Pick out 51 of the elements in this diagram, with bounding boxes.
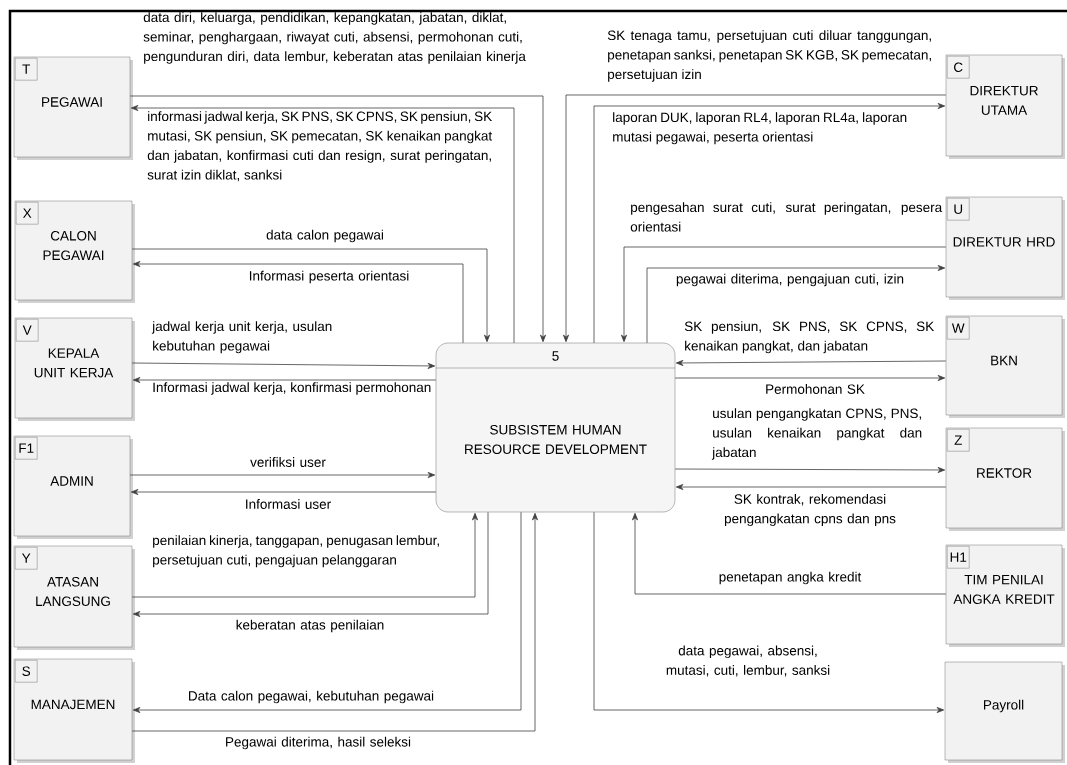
edge-label: jadwal kerja unit kerja, usulan kebutuhan pegawai	[151, 321, 332, 354]
arrow	[131, 512, 478, 598]
edge-label: data pegawai, absensi, mutasi, cuti, lembur, sanksi	[666, 645, 830, 677]
edge-label: data diri, keluarga, pendidikan, kepangkatan, jabatan, diklat, seminar, penghargaan, riwayat cuti, absensi, permohonan cuti, pengunduran diri, data lembur, keberatan atas penilaian kinerja	[143, 12, 526, 64]
entity-box: H1 TIM PENILAI ANGKA KREDIT	[945, 544, 1065, 647]
process-box: 5 SUBSISTEM HUMAN RESOURCE DEVELOPMENT	[435, 342, 676, 513]
edge-label: SK kontrak, rekomendasi pengangkatan cpns dan pns	[724, 493, 896, 527]
arrow	[675, 359, 947, 366]
edge-label: Permohonan SK	[766, 384, 865, 394]
arrow	[674, 375, 946, 381]
entity-box: Y ATASAN LANGSUNG	[13, 545, 135, 650]
edge-label: Informasi user	[246, 499, 331, 509]
edge-label: keberatan atas penilaian	[236, 619, 384, 633]
arrow	[621, 246, 947, 343]
entity-box: U DIREKTUR HRD	[945, 196, 1065, 300]
edge-label: penetapan angka kredit	[719, 571, 862, 585]
arrow	[593, 511, 945, 713]
edge-label: pengesahan surat cuti, surat peringatan, pesera orientasi	[630, 202, 943, 232]
edge-label: pegawai diterima, pengajuan cuti, izin	[676, 273, 904, 287]
edge-label: Informasi jadwal kerja, konfirmasi permohonan	[153, 382, 431, 395]
entity-box: Z REKTOR	[945, 427, 1065, 531]
arrow	[132, 377, 437, 383]
edge-label: data calon pegawai	[266, 229, 383, 243]
entity-box: V KEPALA UNIT KERJA	[14, 317, 135, 421]
edge-label: Data calon pegawai, kebutuhan pegawai	[189, 690, 434, 704]
edge-label: Pegawai diterima, hasil seleksi	[226, 736, 411, 750]
arrow	[132, 511, 489, 617]
arrow	[129, 472, 436, 478]
arrow	[675, 484, 947, 490]
edge-label: penilaian kinerja, tanggapan, penugasan lembur, persetujuan cuti, pengajuan pelanggaran	[153, 535, 439, 568]
edge-label: laporan DUK, laporan RL4, laporan RL4a, laporan mutasi pegawai, peserta orientasi	[613, 112, 907, 145]
entity-box: T PEGAWAI	[13, 56, 133, 160]
entity-box: F1 ADMIN	[13, 435, 133, 539]
edge-label: informasi jadwal kerja, SK PNS, SK CPNS, SK pensiun, SK mutasi, SK pensiun, SK pemecatan, SK kenaikan pangkat dan jabatan, konfirmasi cuti dan resign, surat peringatan, surat izin diklat, sanksi	[147, 111, 493, 182]
edge-label: usulan pengangkatan CPNS, PNS, usulan kenaikan pangkat dan jabatan	[711, 408, 922, 460]
edge-label: SK tenaga tamu, persetujuan cuti diluar tanggungan, penetapan sanksi, penetapan SK KGB, SK pemecatan, persetujuan izin	[607, 30, 931, 82]
arrow	[132, 261, 464, 344]
edge-label: SK pensiun, SK PNS, SK CPNS, SK kenaikan pangkat, dan jabatan	[684, 321, 935, 354]
arrow	[632, 512, 947, 595]
entity-box: Payroll	[944, 661, 1065, 763]
edge-label: Informasi peserta orientasi	[249, 270, 409, 284]
arrow	[674, 467, 946, 473]
entity-box: X CALON PEGAWAI	[14, 200, 135, 303]
entity-box: W BKN	[945, 315, 1065, 418]
entity-box: C DIREKTUR UTAMA	[945, 54, 1065, 159]
arrow	[131, 248, 490, 343]
arrow	[130, 489, 437, 495]
edge-label: verifiksi user	[250, 457, 326, 467]
arrow	[131, 362, 436, 369]
arrow	[646, 265, 946, 344]
entity-box: S MANAJEMEN	[13, 658, 135, 763]
